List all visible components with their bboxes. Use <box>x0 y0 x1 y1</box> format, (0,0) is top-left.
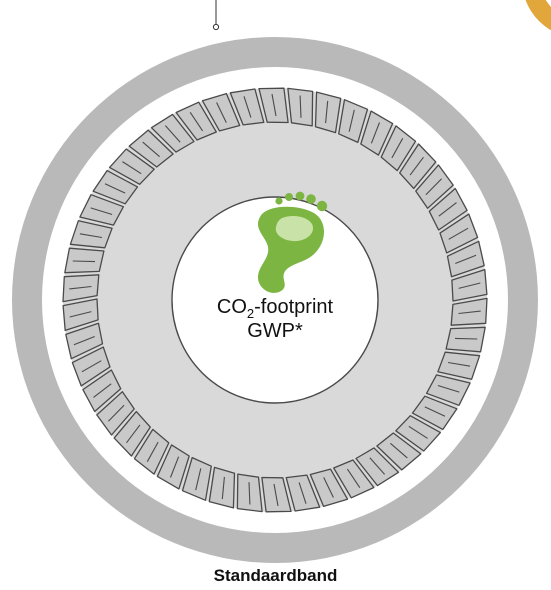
tread-groove <box>369 457 386 475</box>
tread-groove <box>195 468 202 491</box>
tread-block <box>399 143 437 190</box>
inner-disc <box>171 196 379 404</box>
tread-groove <box>248 482 251 505</box>
footprint-icon <box>257 191 328 293</box>
tread-groove <box>454 337 478 340</box>
tread-groove <box>164 125 181 143</box>
tread-block <box>128 129 174 168</box>
tread-groove <box>243 96 252 118</box>
tread-block <box>437 351 481 380</box>
tread-groove <box>390 442 408 459</box>
tread-block <box>64 247 105 274</box>
tread-groove <box>273 483 279 507</box>
tread-groove <box>323 477 334 498</box>
pointer-leader <box>212 0 220 31</box>
tread-groove <box>299 95 302 118</box>
tread-groove <box>448 227 469 240</box>
tread-groove <box>325 100 329 124</box>
tread-block <box>92 169 139 205</box>
tread-groove <box>90 207 113 216</box>
diagram-caption: Standaardband <box>213 566 338 585</box>
tread-block <box>108 148 155 185</box>
tread-groove <box>79 233 102 239</box>
tread-groove <box>189 111 204 132</box>
tread-groove <box>409 156 424 176</box>
tread-block <box>338 99 369 144</box>
tread-groove <box>271 93 277 117</box>
tread-block <box>445 326 486 353</box>
tread-groove <box>69 311 92 318</box>
tread-groove <box>146 441 159 462</box>
tread-groove <box>458 310 481 315</box>
tread-block <box>314 91 342 134</box>
tread-groove <box>458 282 481 289</box>
tread-pattern <box>62 87 488 513</box>
tread-block <box>156 444 190 490</box>
tread-groove <box>370 122 381 144</box>
tread-groove <box>438 202 457 217</box>
tread-groove <box>346 468 361 489</box>
tread-block <box>69 220 113 249</box>
tread-groove <box>142 141 160 158</box>
tread-groove <box>391 138 404 159</box>
tread-groove <box>424 406 446 417</box>
tread-block <box>62 274 100 303</box>
tread-groove <box>104 183 126 194</box>
tread-groove <box>221 476 225 500</box>
tread-block <box>411 395 458 431</box>
tread-block <box>181 456 212 501</box>
tread-block <box>450 297 488 326</box>
tread-block <box>360 110 394 156</box>
tread-groove <box>93 383 112 398</box>
tread-groove <box>81 360 102 373</box>
tread-block <box>133 428 170 475</box>
tread-block <box>380 125 417 172</box>
tread-block <box>208 466 236 509</box>
tread-groove <box>72 260 96 263</box>
tread-groove <box>437 384 460 393</box>
tread-block <box>425 374 471 406</box>
tread-groove <box>425 178 442 196</box>
center-label-line1: CO2-footprint <box>217 296 334 321</box>
tread-block <box>376 432 422 471</box>
tread-block <box>395 415 442 452</box>
tread-groove <box>455 254 477 265</box>
tread-groove <box>298 482 307 504</box>
tread-groove <box>126 424 141 444</box>
tread-block <box>79 194 125 226</box>
corner-badge <box>525 0 551 31</box>
tread-groove <box>122 161 142 175</box>
tread-groove <box>108 404 125 422</box>
tread-groove <box>169 456 180 478</box>
tread-groove <box>216 102 227 123</box>
tread-groove <box>448 361 471 367</box>
tread-block <box>113 410 151 457</box>
tread-groove <box>73 335 95 346</box>
tread-groove <box>348 109 355 132</box>
tread-groove <box>408 425 428 439</box>
center-label-line2: GWP* <box>247 320 303 342</box>
tread-groove <box>69 285 92 290</box>
